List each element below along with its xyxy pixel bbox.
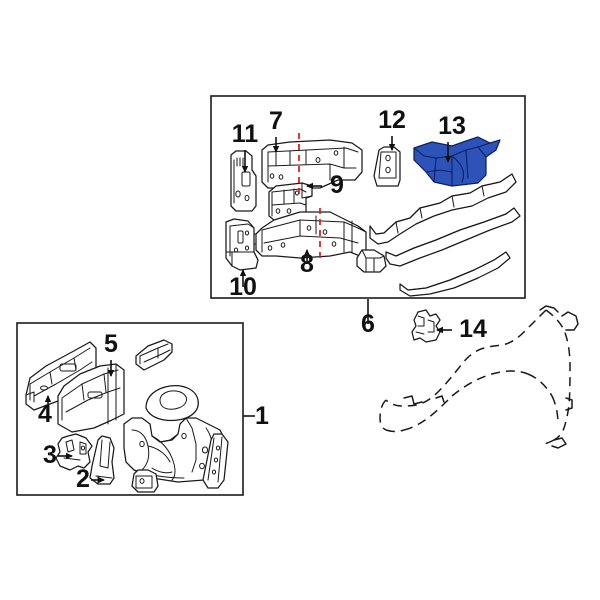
part-6-extension-lower[interactable] xyxy=(399,251,511,297)
part-14-bracket[interactable] xyxy=(411,309,441,343)
part-13-apron-panel-highlighted[interactable] xyxy=(413,136,501,187)
part-1-small-wedge[interactable] xyxy=(135,339,173,371)
callout-11[interactable]: 11 xyxy=(232,120,259,148)
part-fender-ghost-outline[interactable] xyxy=(379,305,579,449)
callout-13[interactable]: 13 xyxy=(438,112,466,140)
part-7-side-member-upper[interactable] xyxy=(261,139,363,189)
part-9-reinforcement[interactable] xyxy=(268,182,313,221)
callout-4[interactable]: 4 xyxy=(38,400,52,428)
callout-7[interactable]: 7 xyxy=(269,107,283,135)
part-6-extension-middle[interactable] xyxy=(385,207,521,267)
group-box-lower-assembly[interactable] xyxy=(16,322,244,496)
callout-12[interactable]: 12 xyxy=(378,106,406,134)
callout-9[interactable]: 9 xyxy=(330,171,344,199)
part-11-bracket[interactable] xyxy=(230,150,257,212)
part-1-rail-strip-right[interactable] xyxy=(202,433,229,489)
part-10-bracket[interactable] xyxy=(225,218,259,271)
callout-8[interactable]: 8 xyxy=(300,250,314,278)
part-1-small-clip[interactable] xyxy=(131,469,159,493)
callout-6[interactable]: 6 xyxy=(361,310,375,338)
part-6-extension-upper[interactable] xyxy=(369,173,517,245)
part-1-strut-tower[interactable] xyxy=(145,384,199,422)
part-6-small-gusset[interactable] xyxy=(356,249,387,273)
callout-10[interactable]: 10 xyxy=(229,273,257,301)
callout-14[interactable]: 14 xyxy=(459,315,487,343)
callout-2[interactable]: 2 xyxy=(76,465,90,493)
callout-1[interactable]: 1 xyxy=(255,402,269,430)
callout-5[interactable]: 5 xyxy=(104,330,118,358)
part-12-bracket[interactable] xyxy=(373,146,401,187)
callout-3[interactable]: 3 xyxy=(43,441,57,469)
part-4-rail-panel[interactable] xyxy=(25,341,97,411)
part-5-apron-rail[interactable] xyxy=(57,363,125,433)
group-box-upper-assembly[interactable] xyxy=(210,95,526,299)
